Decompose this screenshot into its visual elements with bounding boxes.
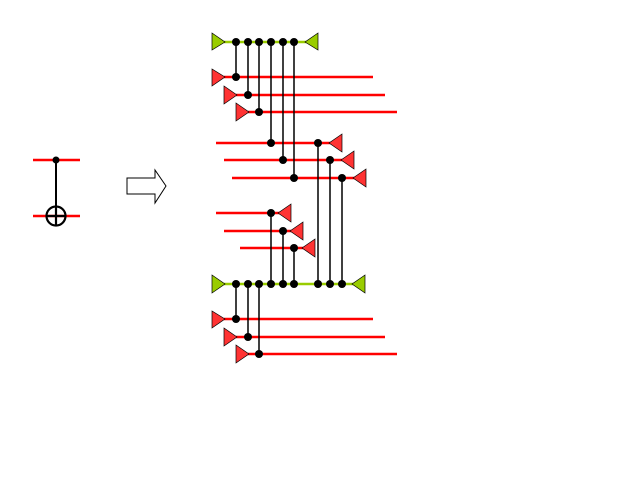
control-dot-icon [290,280,298,288]
control-dot-icon [326,156,334,164]
red-triangle-icon [328,133,343,153]
control-dot-icon [267,209,275,217]
control-dot-icon [290,244,298,252]
control-dots [232,38,346,358]
control-dot-icon [338,174,346,182]
bottom-connectors [235,143,343,354]
red-triangle-icon [235,102,250,122]
control-dot-icon [232,73,240,81]
red-triangle-icon [289,221,304,241]
control-dot-icon [314,280,322,288]
red-triangle-icon [340,150,355,170]
control-dot-icon [255,350,263,358]
red-triangle-icon [301,238,316,258]
control-dot-icon [232,315,240,323]
red-triangle-icon [211,68,226,87]
control-dot-icon [279,280,287,288]
control-dot-icon [338,280,346,288]
green-triangle-icon [351,274,366,294]
top-connectors [235,42,295,178]
green-triangle-icon [304,32,319,51]
cnot-gate-icon [33,156,80,227]
control-dot-icon [267,139,275,147]
control-dot-icon [267,280,275,288]
control-dot-icon [52,156,60,164]
control-dot-icon [244,280,252,288]
red-triangle-icon [277,203,292,223]
control-dot-icon [255,280,263,288]
red-triangle-icon [235,344,250,364]
right-arrow-icon [126,168,167,205]
control-dot-icon [244,333,252,341]
control-dot-icon [279,156,287,164]
control-dot-icon [290,174,298,182]
control-dot-icon [244,38,252,46]
control-dot-icon [267,38,275,46]
green-triangle-icon [211,274,226,294]
control-dot-icon [232,38,240,46]
green-triangle-icon [211,32,226,51]
red-triangle-icon [211,310,226,329]
red-triangle-icon [223,327,238,347]
control-dot-icon [279,38,287,46]
red-triangle-icon [223,85,238,105]
control-dot-icon [255,108,263,116]
red-triangle-icon [352,168,367,188]
control-dot-icon [244,91,252,99]
control-dot-icon [326,280,334,288]
control-dot-icon [314,139,322,147]
control-dot-icon [255,38,263,46]
control-dot-icon [232,280,240,288]
circuit [211,32,397,364]
control-dot-icon [290,38,298,46]
control-dot-icon [279,227,287,235]
